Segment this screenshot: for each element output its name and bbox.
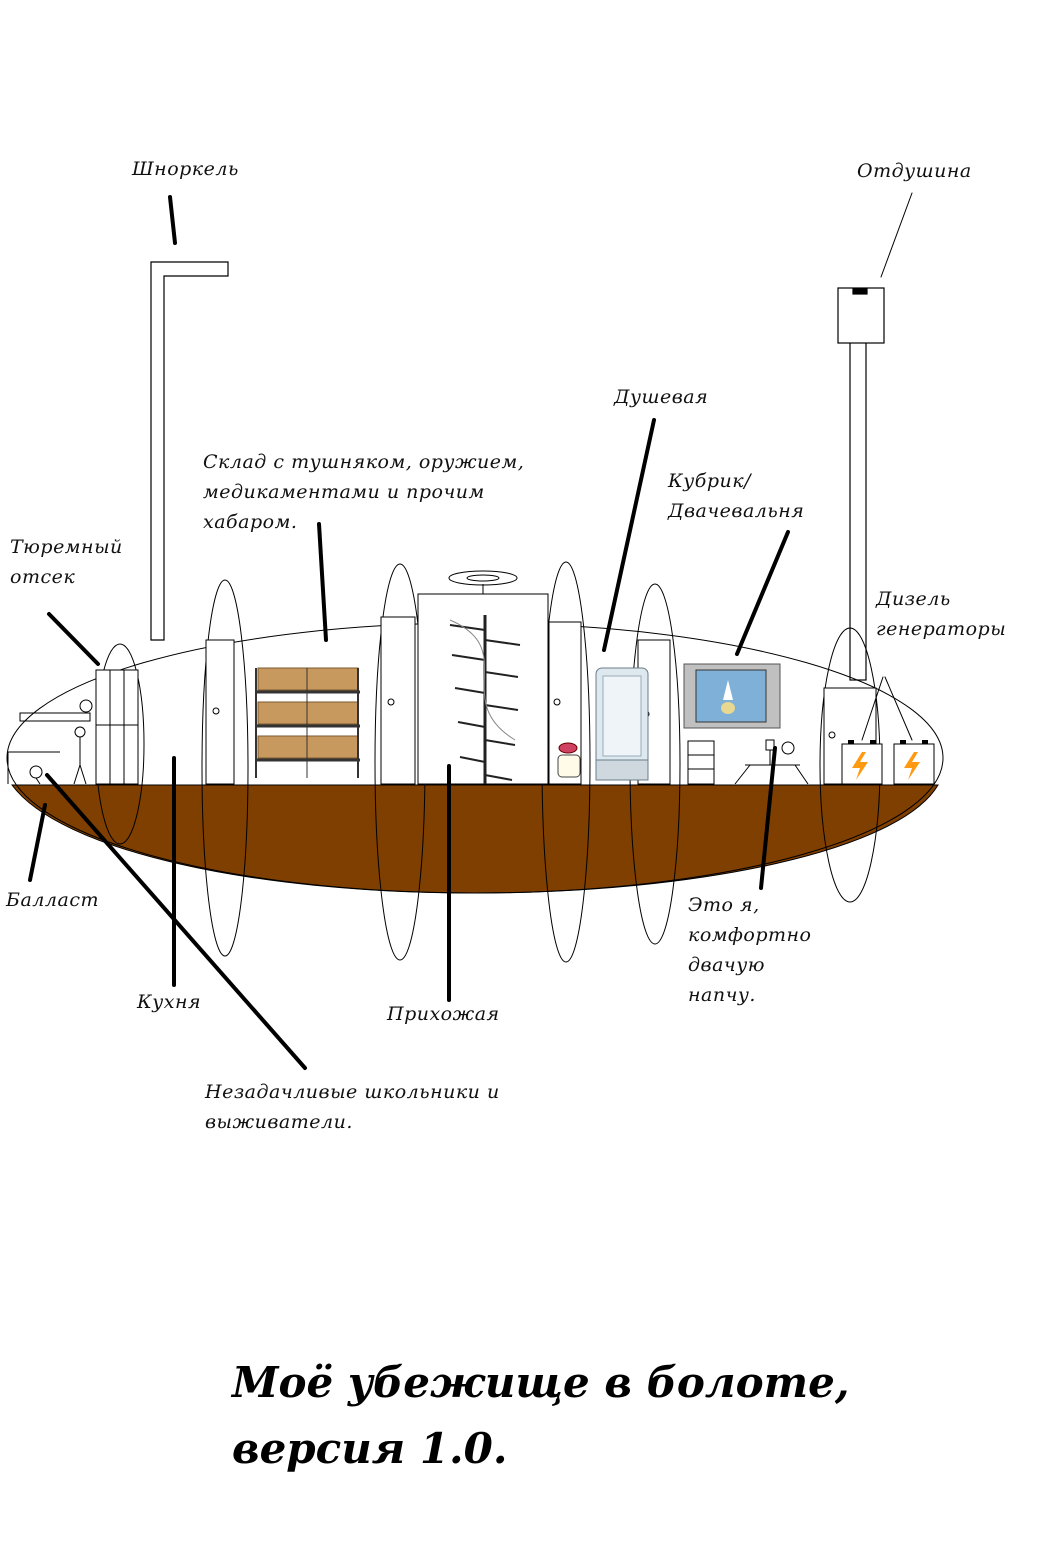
hatch [417, 570, 549, 785]
schoolkids-label: Незадачливые школьники и выживатели. [205, 1081, 500, 1133]
stick-figures [7, 699, 93, 785]
hallway-label: Прихожая [387, 1003, 500, 1025]
spiral-staircase [449, 615, 521, 784]
snorkel-label: Шноркель [132, 158, 239, 180]
television [683, 663, 781, 729]
storage-label: Склад с тушняком, оружием, медикаментами… [203, 451, 525, 533]
diesel-label: Дизель генераторы [876, 588, 1007, 640]
shower-label: Душевая [614, 386, 709, 408]
desk-furniture [687, 739, 809, 785]
ballast-section [11, 784, 939, 894]
storage-shelves [255, 667, 360, 778]
diesel-generators [841, 740, 935, 785]
pointer-lines [28, 192, 913, 1070]
cockpit-label: Кубрик/ Двачевальня [668, 470, 805, 522]
toilet [557, 742, 581, 778]
ballast-label: Балласт [6, 889, 99, 911]
snorkel-pipe [150, 261, 229, 641]
prison-cell-bars [95, 669, 139, 785]
vent-label: Отдушина [857, 160, 972, 182]
prison-label: Тюремный отсек [10, 536, 123, 588]
shower-cabin [595, 667, 649, 781]
me-label: Это я, комфортно двачую напчу. [688, 894, 812, 1006]
kitchen-label: Кухня [137, 991, 202, 1013]
door-1 [205, 639, 235, 785]
page-title: Моё убежище в болоте, версия 1.0. [232, 1358, 850, 1473]
door-2 [380, 616, 416, 785]
